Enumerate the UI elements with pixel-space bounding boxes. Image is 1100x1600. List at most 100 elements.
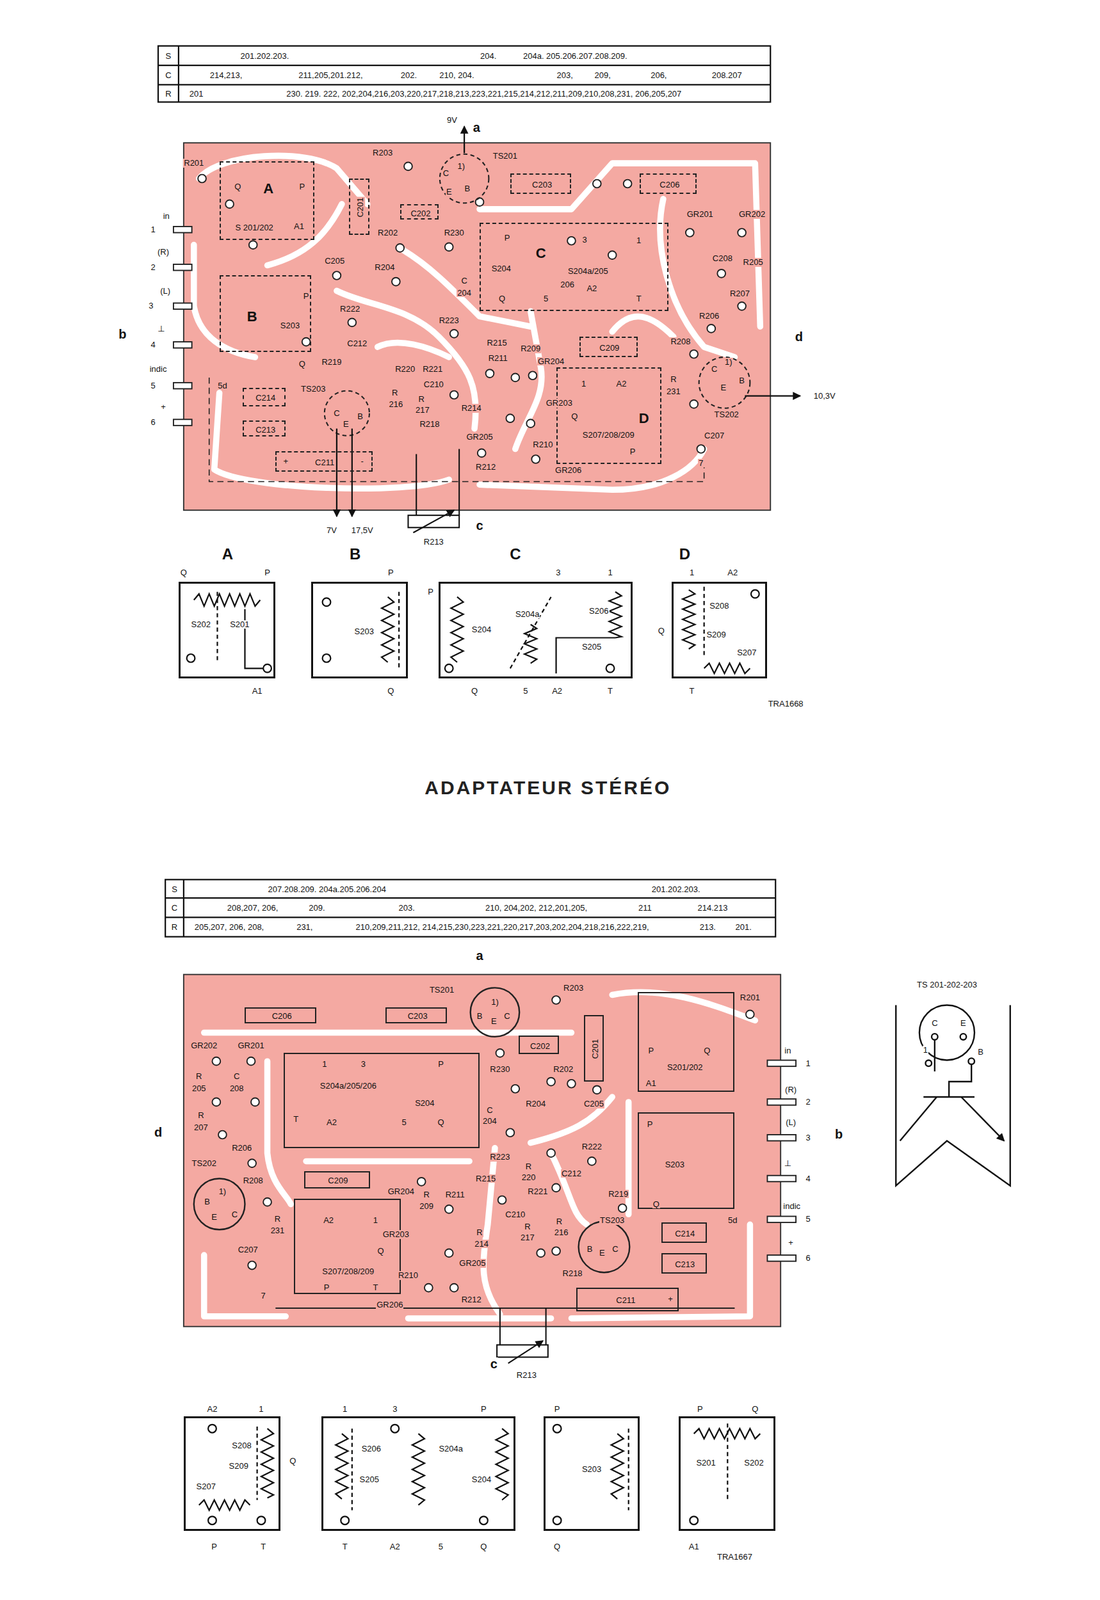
node-text: S201 xyxy=(695,1459,716,1469)
part-label: 1 xyxy=(805,1059,812,1069)
part-label: R xyxy=(274,1215,282,1225)
part-label: 1 xyxy=(258,1405,264,1415)
table-cell: 214,213, xyxy=(209,71,244,81)
part-label: R218 xyxy=(418,420,440,429)
part-label: 1 xyxy=(688,568,695,578)
part-label: C210 xyxy=(504,1210,526,1220)
part-label: B xyxy=(464,184,472,194)
part-label: R219 xyxy=(320,357,342,367)
node-text: S204 xyxy=(471,625,492,635)
node-text: S202 xyxy=(743,1459,764,1469)
part-label: A2 xyxy=(389,1543,401,1553)
part-label: Q xyxy=(386,687,395,696)
part-label: 3 xyxy=(360,1060,367,1070)
part-label: P xyxy=(427,587,435,597)
switch-module: S204a/205/206S204 xyxy=(283,1053,480,1149)
part-label: 9V xyxy=(446,115,458,125)
part-label: R xyxy=(391,388,399,398)
capacitor-box: C209 xyxy=(304,1171,371,1189)
capacitor-box: C214 xyxy=(242,388,286,407)
part-label: R xyxy=(555,1217,563,1227)
part-label: 206 xyxy=(559,280,575,290)
part-label: Q xyxy=(657,626,666,636)
part-label: R xyxy=(475,1228,483,1238)
part-label: GR205 xyxy=(458,1259,486,1269)
node-text: S206 xyxy=(588,606,609,616)
part-label: 7 xyxy=(260,1292,267,1302)
part-label: c xyxy=(489,1358,499,1372)
node-text: C214 xyxy=(254,393,276,403)
part-label: T xyxy=(341,1543,349,1553)
part-label: E xyxy=(598,1249,606,1259)
table-cell: 231, xyxy=(295,923,314,933)
part-label: B xyxy=(476,1012,484,1022)
part-label: R221 xyxy=(526,1187,549,1197)
node-text: S208 xyxy=(231,1441,252,1451)
part-label: R xyxy=(523,1222,531,1232)
part-label: + xyxy=(282,457,289,467)
part-label: Q xyxy=(652,1200,661,1210)
part-label: Q xyxy=(233,182,242,192)
node-text: S208 xyxy=(708,601,730,611)
table-cell: 210,209,211,212, 214,215,230,223,221,220… xyxy=(355,923,650,933)
part-label: R223 xyxy=(438,316,460,326)
part-label: 2 xyxy=(149,263,156,273)
part-label: GR201 xyxy=(686,210,714,219)
part-label: in xyxy=(162,211,171,221)
table-cell: 204a. 205.206.207.208.209. xyxy=(522,51,629,61)
part-label: 1) xyxy=(490,998,500,1008)
part-label: C xyxy=(710,364,718,374)
part-label: P xyxy=(629,447,637,457)
capacitor-box: C213 xyxy=(661,1253,708,1275)
part-label: E xyxy=(959,1019,967,1029)
part-label: 5 xyxy=(805,1215,812,1225)
part-label: R208 xyxy=(242,1176,264,1186)
part-label: P xyxy=(646,1120,654,1130)
node-text: S203 xyxy=(354,627,375,637)
part-label: TS201 xyxy=(492,151,518,161)
part-label: 1) xyxy=(457,161,467,171)
table-cell: 209, xyxy=(594,71,612,81)
node-text: C211 xyxy=(615,1296,636,1306)
part-label: in xyxy=(783,1046,792,1056)
node-text: C213 xyxy=(254,425,276,435)
part-label: 216 xyxy=(553,1228,570,1238)
part-label: b xyxy=(834,1128,844,1142)
part-label: R203 xyxy=(372,148,394,158)
part-label: 10,3V xyxy=(813,391,837,401)
table-cell: S xyxy=(170,885,178,895)
part-label: C xyxy=(485,1106,494,1116)
node-text: S204 xyxy=(471,1475,492,1485)
switch-detail-box: S208S209S207 xyxy=(183,1416,281,1532)
part-label: A2 xyxy=(206,1405,219,1415)
part-label: R206 xyxy=(231,1144,253,1154)
capacitor-box: C206 xyxy=(244,1007,317,1025)
switch-detail-box: S203 xyxy=(311,582,408,679)
node-text: S203 xyxy=(279,321,301,331)
part-label: 1 xyxy=(149,225,156,235)
part-label: 5 xyxy=(400,1118,407,1128)
table-cell: 210, 204. xyxy=(438,71,475,81)
part-label: 204 xyxy=(482,1117,498,1127)
part-label: TRA1668 xyxy=(767,699,805,709)
part-label: 3 xyxy=(391,1405,398,1415)
part-label: C xyxy=(233,1072,241,1082)
part-label: 3 xyxy=(555,568,561,578)
part-label: P xyxy=(387,568,395,578)
node-text: S205 xyxy=(581,642,602,652)
part-label: 4 xyxy=(149,340,156,350)
part-label: E xyxy=(490,1017,498,1027)
part-label: C212 xyxy=(346,339,368,349)
switch-detail-box: S201 S202 xyxy=(678,1416,776,1532)
node-text: S203 xyxy=(581,1465,602,1475)
part-label: R205 xyxy=(742,258,764,267)
part-label: + xyxy=(667,1295,674,1305)
table-cell: 204. xyxy=(479,51,497,61)
node-text: S204a xyxy=(514,610,541,620)
part-label: Q xyxy=(179,568,188,578)
part-label: R209 xyxy=(519,344,542,354)
node-text: S201 xyxy=(229,620,250,630)
part-label: 3 xyxy=(147,301,154,311)
part-label: 1 xyxy=(372,1216,379,1226)
node-text: C201 xyxy=(355,197,365,219)
